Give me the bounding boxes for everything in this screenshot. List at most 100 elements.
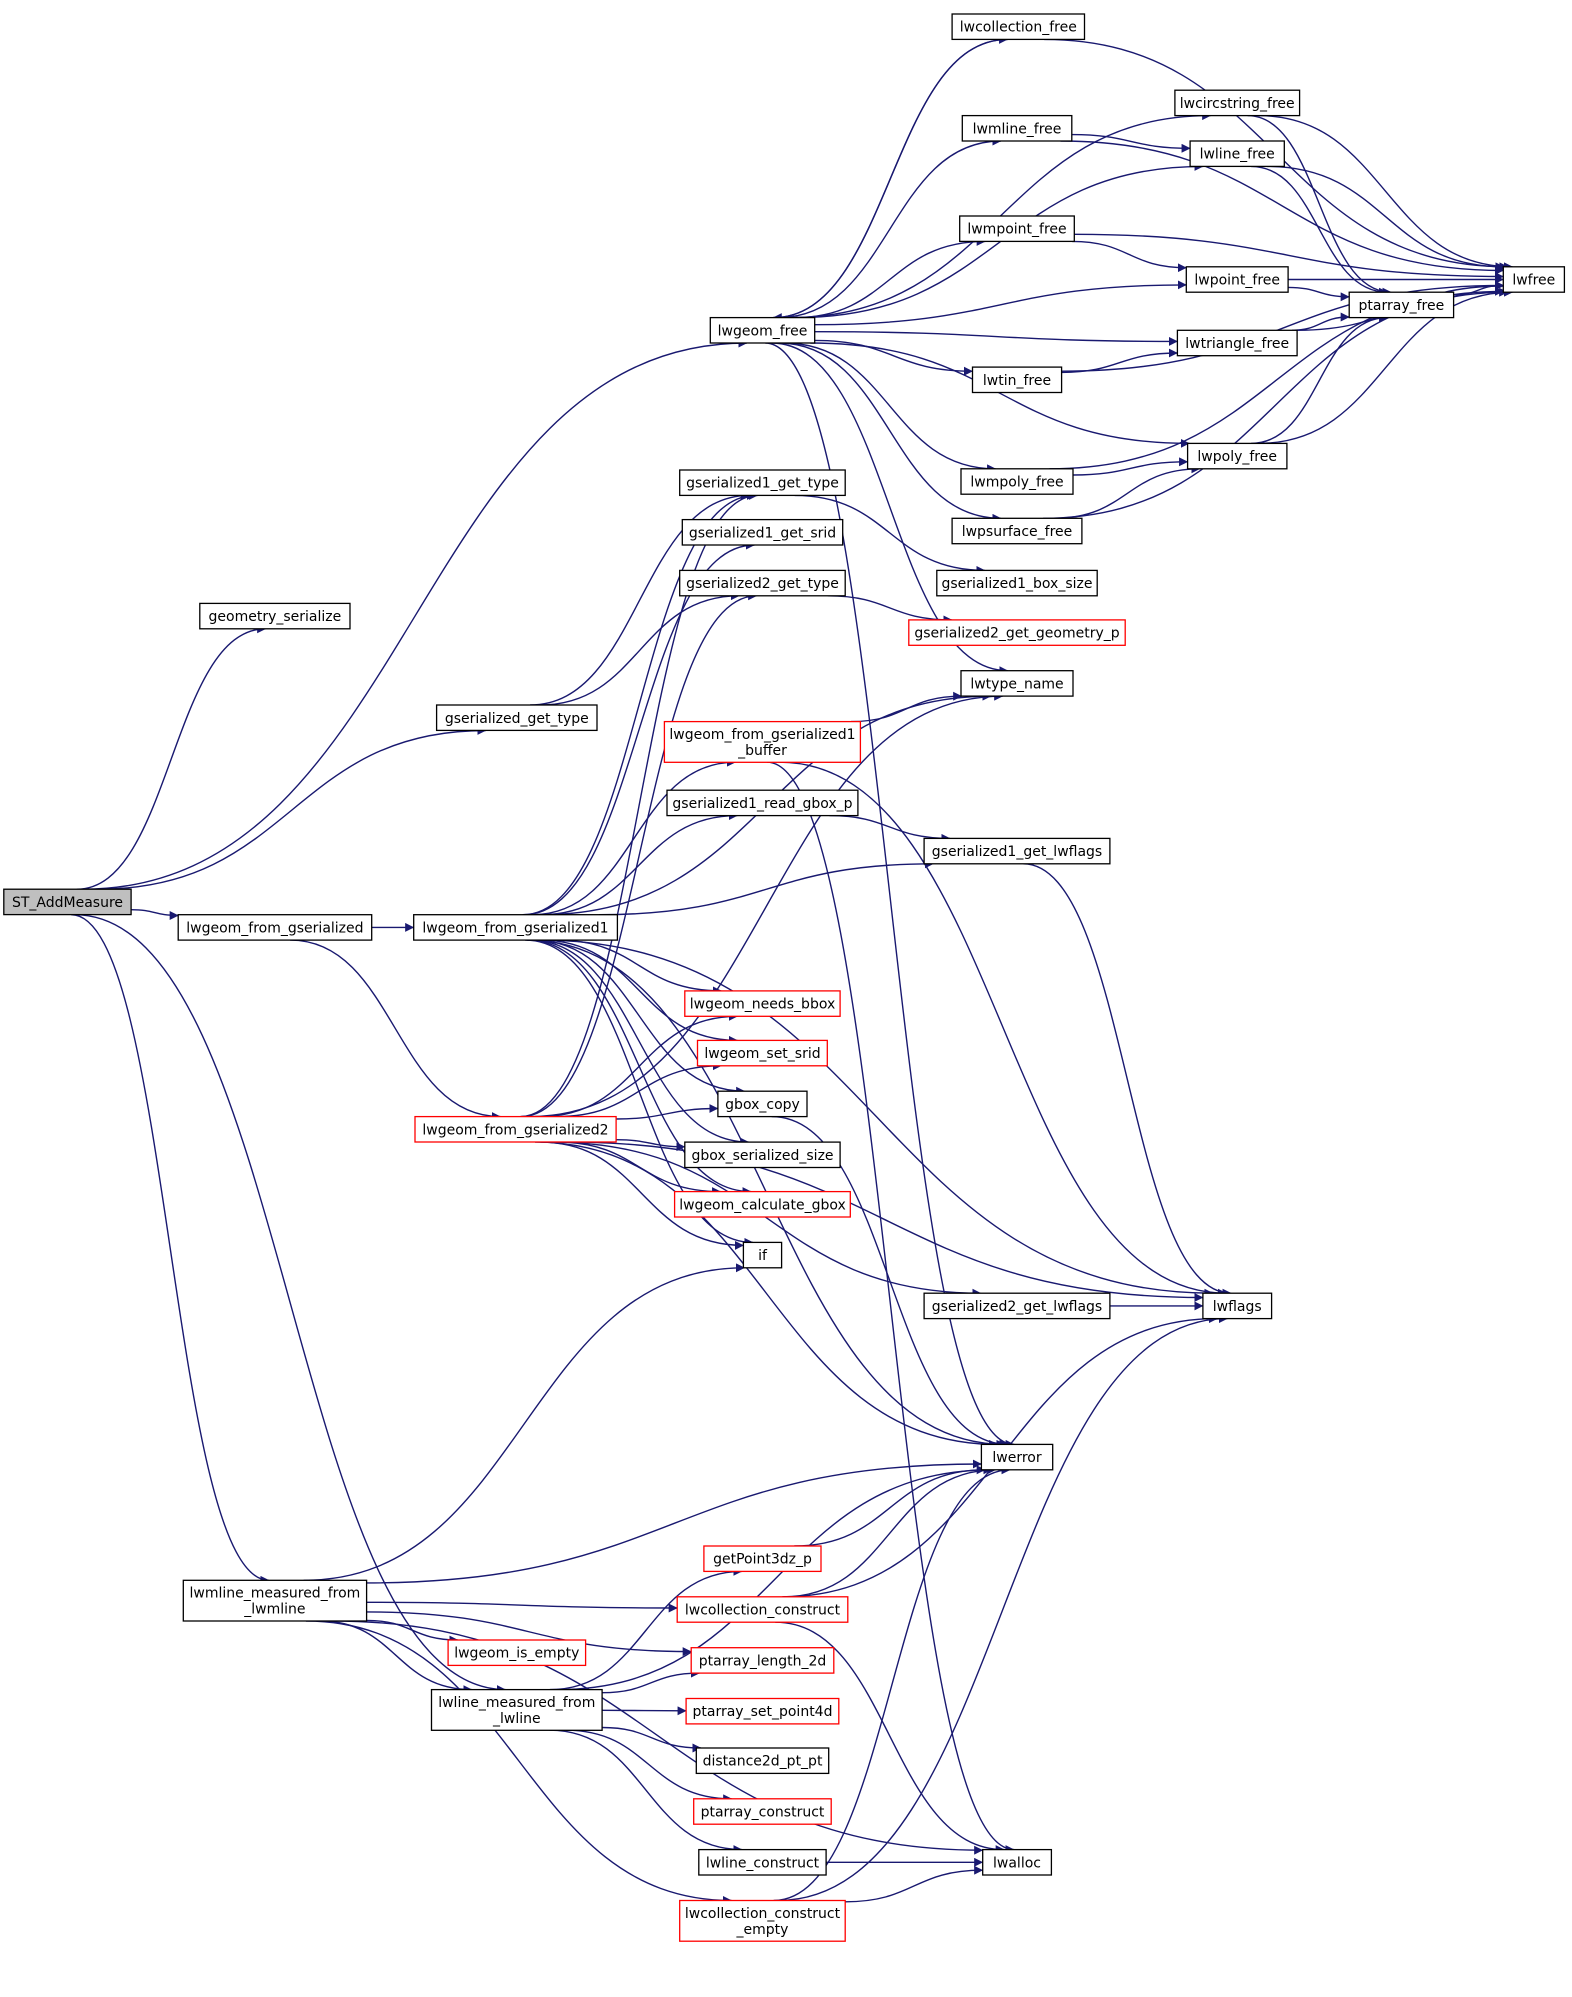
node-ptarray_construct[interactable]: ptarray_construct <box>693 1798 832 1825</box>
node-label: gserialized1_read_gbox_p <box>672 796 852 812</box>
edge-gserialized2_get_type-to-gserialized2_get_geometry_p <box>827 595 953 625</box>
node-label: gserialized2_get_lwflags <box>932 1299 1102 1315</box>
node-lwgeom_is_empty[interactable]: lwgeom_is_empty <box>447 1639 587 1667</box>
edge-lwgeom_free-to-lwpoint_free <box>814 280 1187 326</box>
edge-lwgeom_from_gserialized2-to-lwgeom_set_srid <box>556 1061 722 1118</box>
node-gbox_copy[interactable]: gbox_copy <box>717 1090 808 1118</box>
node-lwerror[interactable]: lwerror <box>980 1443 1054 1471</box>
node-label: gserialized_get_type <box>445 711 589 727</box>
edge-lwgeom_from_gserialized1-to-gserialized1_read_gbox_p <box>540 811 738 916</box>
node-lwmpoint_free[interactable]: lwmpoint_free <box>959 215 1075 243</box>
node-label: ptarray_length_2d <box>699 1653 827 1669</box>
node-lwmpoly_free[interactable]: lwmpoly_free <box>960 468 1074 495</box>
node-lwcircstring_free[interactable]: lwcircstring_free <box>1174 89 1301 117</box>
node-lwcollection_construct[interactable]: lwcollection_construct <box>676 1596 849 1623</box>
edge-getpoint3dz_p-to-lwerror <box>794 1465 986 1547</box>
edge-lwmline_free-to-lwline_free <box>1071 133 1191 153</box>
node-gserialized_get_type[interactable]: gserialized_get_type <box>435 704 598 732</box>
node-lwalloc[interactable]: lwalloc <box>982 1848 1053 1876</box>
node-gserialized2_get_type[interactable]: gserialized2_get_type <box>679 569 846 597</box>
node-lwgeom_calculate_gbox[interactable]: lwgeom_calculate_gbox <box>673 1190 851 1218</box>
node-gserialized1_get_srid[interactable]: gserialized1_get_srid <box>681 518 844 546</box>
node-distance2d_pt_pt[interactable]: distance2d_pt_pt <box>695 1747 830 1775</box>
node-label: ST_AddMeasure <box>12 895 123 911</box>
node-label: lwalloc <box>993 1855 1041 1871</box>
edge-lwgeom_from_gserialized1-to-gserialized1_get_srid <box>523 540 755 916</box>
node-lwpoint_free[interactable]: lwpoint_free <box>1185 266 1289 293</box>
node-label: lwgeom_needs_bbox <box>690 997 836 1013</box>
node-gserialized2_get_lwflags[interactable]: gserialized2_get_lwflags <box>923 1292 1111 1320</box>
node-lwgeom_from_gserialized1[interactable]: lwgeom_from_gserialized1 <box>413 914 619 941</box>
node-geometry_serialize[interactable]: geometry_serialize <box>199 602 351 630</box>
node-label: _buffer <box>737 743 787 759</box>
node-ptarray_length_2d[interactable]: ptarray_length_2d <box>690 1647 835 1674</box>
node-lwline_construct[interactable]: lwline_construct <box>698 1848 827 1876</box>
edge-lwcollection_free-to-lwgeom_free <box>772 38 1008 323</box>
edge-lwgeom_from_gserialized1-to-gserialized1_get_lwflags <box>599 859 934 916</box>
edge-gserialized_get_type-to-gserialized2_get_type <box>539 591 740 706</box>
node-label: _lwline <box>492 1711 541 1727</box>
node-lwtype_name[interactable]: lwtype_name <box>960 670 1074 697</box>
node-label: geometry_serialize <box>209 609 342 625</box>
node-lwcollection_construct_empty[interactable]: lwcollection_construct_empty <box>679 1899 846 1942</box>
node-lwline_free[interactable]: lwline_free <box>1189 140 1285 168</box>
edge-lwgeom_from_gserialized2-to-gbox_serialized_size <box>616 1139 686 1152</box>
node-lwcollection_free[interactable]: lwcollection_free <box>951 13 1086 41</box>
node-lwfree[interactable]: lwfree <box>1502 266 1566 293</box>
node-lwpsurface_free[interactable]: lwpsurface_free <box>951 517 1083 545</box>
node-label: lwcircstring_free <box>1180 96 1295 112</box>
node-lwflags[interactable]: lwflags <box>1202 1292 1273 1320</box>
edge-lwmpoly_free-to-lwpoly_free <box>1072 457 1189 476</box>
node-lwmline_measured_from_lwmline[interactable]: lwmline_measured_from_lwmline <box>182 1579 368 1622</box>
edge-lwline_measured_from_lwline-to-distance2d_pt_pt <box>602 1726 702 1753</box>
node-getpoint3dz_p[interactable]: getPoint3dz_p <box>703 1545 822 1573</box>
edge-lwmline_measured_from_lwmline-to-lwcollection_construct_empty <box>305 1620 732 1905</box>
node-st_addmeasure[interactable]: ST_AddMeasure <box>3 888 132 916</box>
node-gbox_serialized_size[interactable]: gbox_serialized_size <box>684 1141 841 1169</box>
edge-lwcollection_construct_empty-to-lwflags <box>778 1314 1228 1902</box>
edge-lwpsurface_free-to-lwfree <box>1043 287 1509 519</box>
edge-lwgeom_from_gserialized1-to-lwgeom_set_srid <box>540 939 738 1045</box>
node-lwgeom_needs_bbox[interactable]: lwgeom_needs_bbox <box>684 990 841 1017</box>
edge-st_addmeasure-to-gserialized_get_type <box>98 726 487 890</box>
edge-st_addmeasure-to-lwmline_measured_from_lwmline <box>71 914 270 1585</box>
edge-lwgeom_from_gserialized2-to-lwerror <box>534 1141 999 1449</box>
node-label: lwtype_name <box>970 677 1063 693</box>
node-lwmline_free[interactable]: lwmline_free <box>961 114 1073 142</box>
node-gserialized1_get_lwflags[interactable]: gserialized1_get_lwflags <box>923 837 1111 865</box>
edge-lwline_free-to-lwfree <box>1267 165 1505 272</box>
node-lwgeom_from_gserialized[interactable]: lwgeom_from_gserialized <box>177 914 373 941</box>
node-label: lwcollection_free <box>960 20 1077 36</box>
edge-lwline_measured_from_lwline-to-lwline_construct <box>549 1729 743 1855</box>
node-lwtin_free[interactable]: lwtin_free <box>971 366 1063 394</box>
edge-lwgeom_from_gserialized1-to-lwflags <box>539 939 1214 1298</box>
node-label: lwmline_free <box>973 121 1062 137</box>
node-gserialized1_read_gbox_p[interactable]: gserialized1_read_gbox_p <box>666 789 859 817</box>
node-lwgeom_from_gserialized1_buffer[interactable]: lwgeom_from_gserialized1_buffer <box>663 720 862 763</box>
node-label: lwgeom_is_empty <box>454 1646 579 1662</box>
node-label: lwpsurface_free <box>962 524 1073 540</box>
node-lwgeom_free[interactable]: lwgeom_free <box>709 316 816 344</box>
node-label: lwfree <box>1512 273 1555 289</box>
edge-lwgeom_from_gserialized1_buffer-to-lwtype_name <box>850 691 963 723</box>
node-label: lwgeom_from_gserialized1 <box>422 920 608 936</box>
edge-gserialized1_get_lwflags-to-lwflags <box>1023 863 1232 1298</box>
node-ptarray_set_point4d[interactable]: ptarray_set_point4d <box>685 1697 840 1725</box>
node-if[interactable]: if <box>742 1241 783 1269</box>
edge-lwgeom_free-to-lwtin_free <box>814 339 973 376</box>
node-lwtriangle_free[interactable]: lwtriangle_free <box>1176 329 1298 357</box>
node-label: lwgeom_from_gserialized <box>186 920 363 936</box>
node-lwline_measured_from_lwline[interactable]: lwline_measured_from_lwline <box>430 1688 603 1731</box>
node-gserialized1_box_size[interactable]: gserialized1_box_size <box>936 569 1098 597</box>
node-lwpoly_free[interactable]: lwpoly_free <box>1186 442 1288 470</box>
edge-lwgeom_from_gserialized1-to-lwgeom_from_gserialized1_buffer <box>532 757 736 916</box>
edge-lwgeom_free-to-lwpoly_free <box>810 342 1190 448</box>
node-gserialized2_get_geometry_p[interactable]: gserialized2_get_geometry_p <box>908 619 1126 646</box>
node-gserialized1_get_type[interactable]: gserialized1_get_type <box>679 469 846 497</box>
node-label: lwtin_free <box>983 373 1051 389</box>
node-lwgeom_from_gserialized2[interactable]: lwgeom_from_gserialized2 <box>414 1115 617 1143</box>
node-lwgeom_set_srid[interactable]: lwgeom_set_srid <box>696 1039 828 1067</box>
node-label: ptarray_construct <box>701 1805 825 1821</box>
edge-lwgeom_from_gserialized1_buffer-to-lwflags <box>779 761 1227 1298</box>
node-ptarray_free[interactable]: ptarray_free <box>1348 291 1455 319</box>
